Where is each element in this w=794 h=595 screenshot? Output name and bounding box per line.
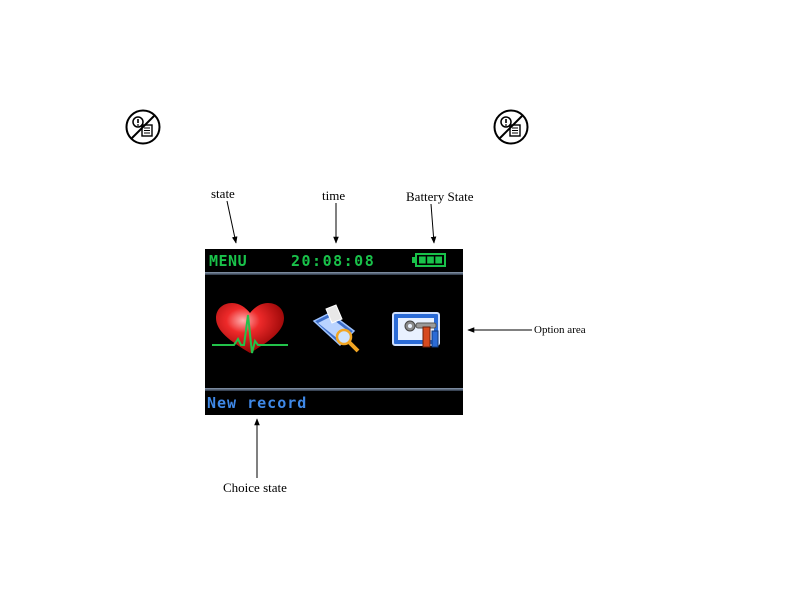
- status-bar: MENU 20:08:08: [205, 249, 463, 271]
- heart-ecg-icon[interactable]: [210, 301, 290, 359]
- arrow-state: [227, 201, 236, 243]
- battery-bar: [419, 257, 426, 264]
- time-text: 20:08:08: [291, 252, 375, 270]
- settings-tools-icon[interactable]: [383, 301, 463, 359]
- device-screen: MENU 20:08:08: [205, 249, 463, 415]
- battery-bar: [435, 257, 442, 264]
- record-search-icon[interactable]: [296, 301, 376, 359]
- choice-divider: [205, 388, 463, 391]
- battery-icon: [412, 253, 446, 267]
- choice-text: New record: [207, 394, 307, 412]
- state-text: MENU: [209, 252, 247, 270]
- arrow-battery: [431, 204, 434, 243]
- status-divider: [205, 272, 463, 275]
- battery-bar: [427, 257, 434, 264]
